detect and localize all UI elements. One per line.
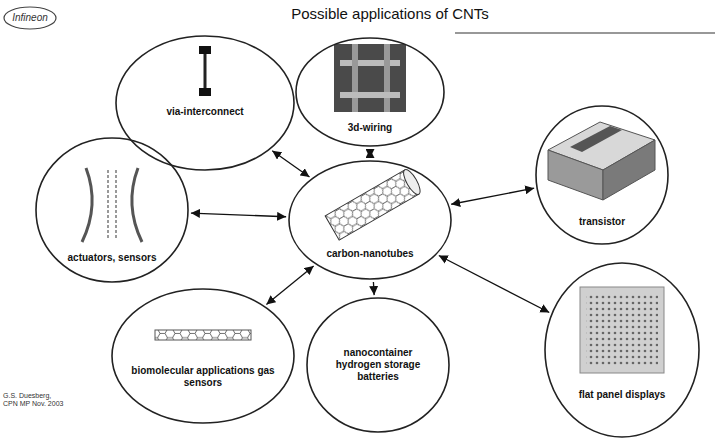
node-label: carbon-nanotubes (326, 248, 413, 260)
label-wrap: G.S. Duesberg, CPN MP Nov. 2003 (3, 392, 65, 408)
via-illustration (199, 46, 211, 96)
connector-arrow (369, 149, 370, 158)
node-text-wrap: actuators, sensors (68, 252, 157, 264)
label-wrap: Infineon (4, 12, 56, 24)
application-ellipse: via-interconnect (115, 35, 295, 171)
ellipse-shape (112, 289, 294, 423)
node-label: transistor (579, 216, 625, 228)
application-ellipse: flat panel displays (544, 262, 700, 438)
application-ellipse: biomolecular applications gas sensors (111, 288, 295, 424)
node-label: nanocontainer hydrogen storage batteries (328, 347, 428, 383)
ellipse-shape (296, 38, 444, 146)
ellipse-outline (288, 160, 452, 280)
connector-arrow (439, 255, 549, 312)
connector-arrow (266, 266, 313, 304)
node-label: flat panel displays (579, 389, 666, 401)
diagram-title: Possible applications of CNTs (230, 5, 550, 22)
node-label: actuators, sensors (68, 252, 157, 264)
source-note: G.S. Duesberg, CPN MP Nov. 2003 (3, 392, 65, 408)
node-text-wrap: flat panel displays (579, 389, 666, 401)
node-text-wrap: nanocontainer hydrogen storage batteries (328, 347, 428, 383)
ellipse-shape (36, 138, 188, 282)
node-text-wrap: carbon-nanotubes (326, 248, 413, 260)
ellipse-shape (289, 161, 451, 279)
ellipse-outline (115, 35, 295, 171)
display-illustration (580, 287, 664, 373)
connector-arrow (451, 188, 534, 204)
application-ellipse: transistor (535, 105, 669, 245)
ellipse-shape (545, 263, 699, 437)
node-text-wrap: 3d-wiring (348, 122, 392, 134)
ellipse-shape (116, 36, 294, 170)
node-text-wrap: biomolecular applications gas sensors (128, 365, 278, 389)
node-label: biomolecular applications gas sensors (128, 365, 278, 389)
application-ellipse: actuators, sensors (35, 137, 189, 283)
application-ellipse: 3d-wiring (295, 37, 445, 147)
ellipse-outline (111, 288, 295, 424)
connector-arrow (272, 151, 309, 177)
wiring-micrograph (334, 44, 406, 112)
hub-ellipse: carbon-nanotubes (288, 160, 452, 280)
transistor-illustration (548, 122, 655, 200)
actuator-illustration (82, 168, 142, 242)
title-wrap: Possible applications of CNTs (230, 5, 550, 22)
company-logo: Infineon (4, 12, 56, 24)
node-text-wrap: transistor (579, 216, 625, 228)
node-label: via-interconnect (166, 106, 243, 118)
application-ellipse: nanocontainer hydrogen storage batteries (306, 297, 450, 433)
logo-oval (4, 7, 56, 29)
title-rule (455, 32, 715, 33)
node-label: 3d-wiring (348, 122, 392, 134)
ellipse-shape (307, 298, 449, 432)
ellipse-shape (536, 106, 668, 244)
node-text-wrap: via-interconnect (166, 106, 243, 118)
biomolecule-illustration (155, 330, 251, 340)
connector-group (191, 149, 549, 312)
nanotube-illustration (325, 167, 423, 240)
ellipse-outline (544, 262, 700, 438)
connector-arrow (191, 213, 286, 217)
connector-arrow (373, 282, 375, 295)
